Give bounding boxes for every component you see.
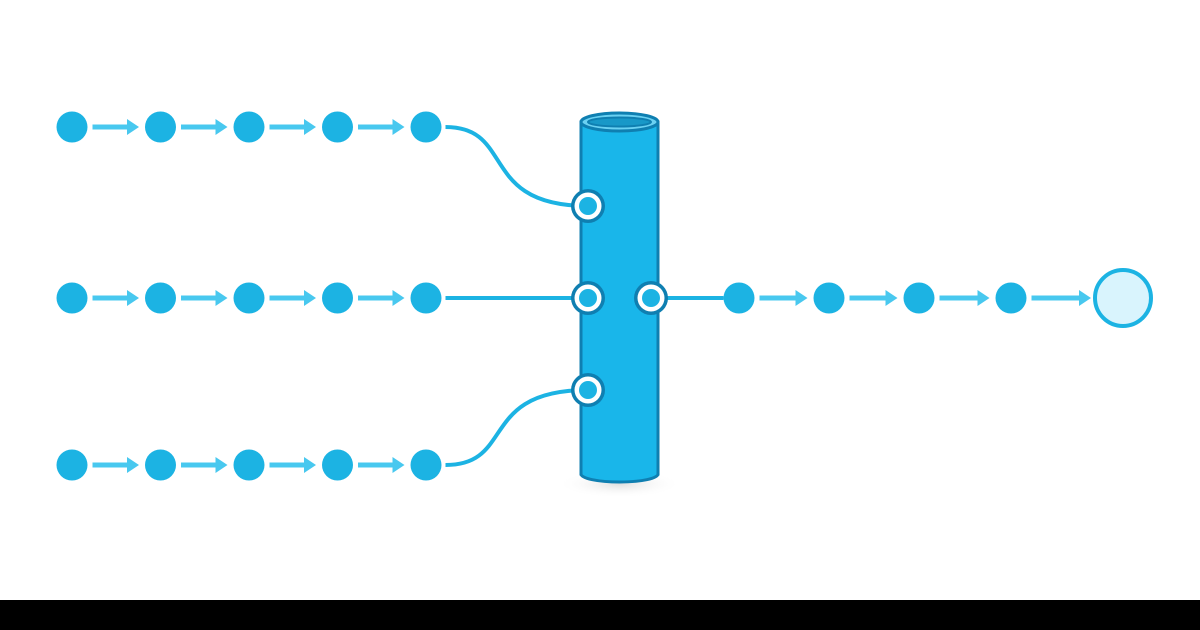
port-core	[579, 289, 597, 307]
bottom-bar	[0, 600, 1200, 630]
arrow-head	[127, 290, 139, 306]
right-arrow-icon	[92, 457, 139, 473]
event-dot	[56, 111, 88, 143]
connector-line	[445, 388, 589, 467]
stream-layer	[56, 111, 1153, 481]
arrow-head	[215, 119, 228, 135]
event-dot	[56, 282, 88, 314]
event-dot	[233, 449, 265, 481]
event-dot	[145, 282, 176, 314]
arrow-head	[392, 290, 405, 306]
arrow-head	[127, 457, 139, 473]
arrow-head	[304, 290, 316, 306]
right-arrow-icon	[358, 119, 405, 135]
event-dot	[995, 282, 1027, 314]
event-dot	[410, 282, 442, 314]
arrow-head	[392, 119, 405, 135]
right-arrow-icon	[1031, 290, 1091, 306]
arrow-head	[392, 457, 405, 473]
arrow-head	[795, 290, 808, 306]
pipe-bottom-fill	[582, 464, 657, 474]
right-arrow-icon	[939, 290, 990, 306]
arrow-head	[127, 119, 139, 135]
event-dot	[145, 449, 176, 481]
stream-middle	[56, 282, 442, 314]
arrow-head	[215, 290, 228, 306]
stream-bottom	[56, 449, 442, 481]
stream-output	[723, 268, 1153, 328]
stream-merge-diagram	[56, 111, 1153, 498]
left-port-middle	[571, 281, 605, 315]
stream-top	[56, 111, 442, 143]
connector-layer	[445, 125, 724, 467]
port-core	[579, 197, 597, 215]
right-arrow-icon	[92, 290, 139, 306]
right-arrow-icon	[92, 119, 139, 135]
arrow-head	[1079, 290, 1091, 306]
right-arrow-icon	[181, 457, 228, 473]
arrow-head	[215, 457, 228, 473]
port-layer	[571, 189, 668, 407]
event-dot	[145, 111, 176, 143]
connector-line	[445, 125, 589, 208]
arrow-head	[304, 457, 316, 473]
pipe-opening	[587, 116, 652, 128]
event-dot	[813, 282, 845, 314]
event-dot	[322, 449, 353, 481]
event-dot	[410, 111, 442, 143]
right-arrow-icon	[269, 119, 316, 135]
arrow-head	[885, 290, 898, 306]
port-core	[642, 289, 660, 307]
right-arrow-icon	[849, 290, 898, 306]
event-dot	[322, 111, 353, 143]
right-arrow-icon	[181, 290, 228, 306]
right-arrow-icon	[269, 290, 316, 306]
right-arrow-icon	[759, 290, 808, 306]
right-arrow-icon	[269, 457, 316, 473]
hollow-end-node	[1093, 268, 1153, 328]
arrow-head	[304, 119, 316, 135]
event-dot	[233, 111, 265, 143]
arrow-head	[977, 290, 990, 306]
right-arrow-icon	[358, 290, 405, 306]
event-dot	[56, 449, 88, 481]
diagram-canvas	[0, 0, 1200, 600]
event-dot	[723, 282, 755, 314]
right-port	[634, 281, 668, 315]
right-arrow-icon	[358, 457, 405, 473]
event-dot	[233, 282, 265, 314]
right-arrow-icon	[181, 119, 228, 135]
left-port-bottom	[571, 373, 605, 407]
event-dot	[322, 282, 353, 314]
event-dot	[903, 282, 935, 314]
port-core	[579, 381, 597, 399]
left-port-top	[571, 189, 605, 223]
event-dot	[410, 449, 442, 481]
